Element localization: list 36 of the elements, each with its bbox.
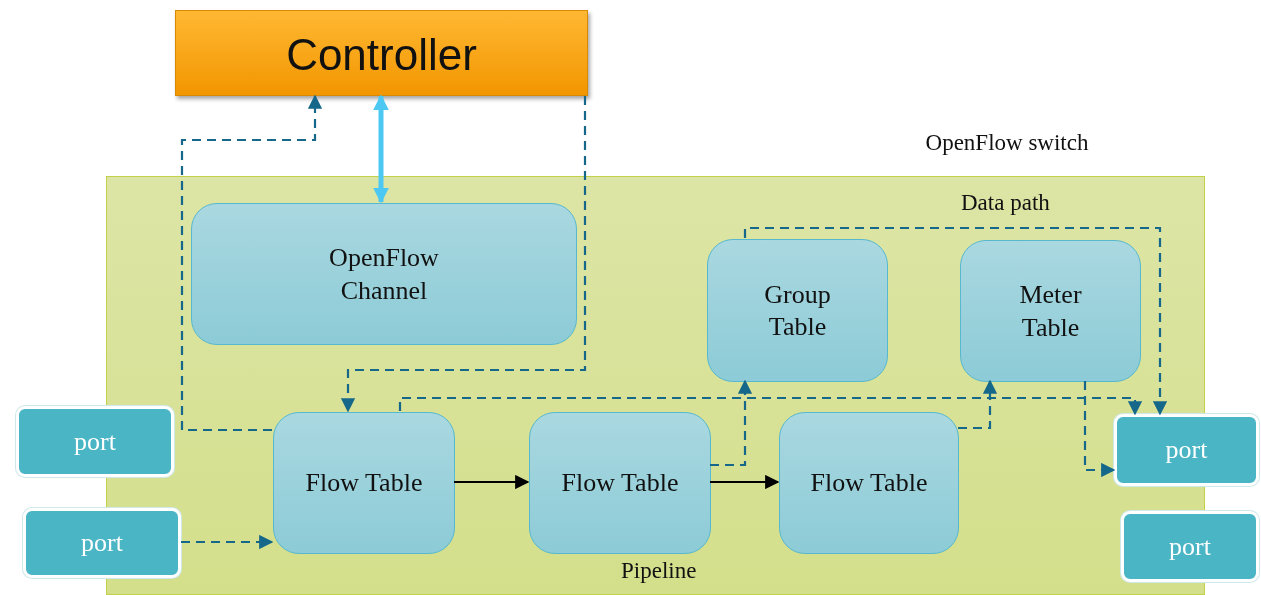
table-box	[273, 412, 455, 554]
dashed-arrow	[340, 96, 587, 413]
dashed-arrow	[958, 379, 998, 430]
pipeline-label: Pipeline	[621, 558, 697, 584]
channel-box	[191, 203, 577, 345]
switch-heading: OpenFlow switch	[924, 129, 1090, 157]
dashed-arrow	[398, 396, 1143, 416]
node-label: Flow Table	[560, 466, 680, 499]
table-box	[779, 412, 959, 554]
port-box	[1121, 511, 1259, 582]
node-label: port	[73, 425, 117, 458]
node-label: OpenFlow Channel	[328, 241, 440, 306]
node-label: Group Table	[763, 278, 832, 343]
arrow	[373, 94, 389, 204]
port-box	[23, 508, 181, 578]
node-label: Flow Table	[809, 466, 929, 499]
path-label: Data path	[961, 190, 1050, 216]
port-box	[16, 406, 174, 477]
arrow	[454, 474, 530, 490]
table-box	[960, 240, 1141, 382]
node-label: Controller	[285, 29, 478, 81]
table-box	[707, 239, 888, 382]
node-label: Flow Table	[304, 466, 424, 499]
node-label: port	[1164, 433, 1209, 466]
controller-box	[175, 10, 588, 96]
arrow	[710, 474, 780, 490]
node-label: port	[80, 526, 124, 559]
port-box	[1114, 414, 1259, 486]
dashed-arrow	[180, 94, 323, 432]
dashed-arrow	[181, 534, 274, 550]
table-box	[529, 412, 711, 554]
dashed-arrow	[710, 379, 753, 467]
dashed-arrow	[1083, 381, 1116, 478]
dashed-arrow	[743, 226, 1168, 416]
node-label: Meter Table	[1018, 278, 1083, 343]
node-label: port	[1168, 530, 1212, 563]
